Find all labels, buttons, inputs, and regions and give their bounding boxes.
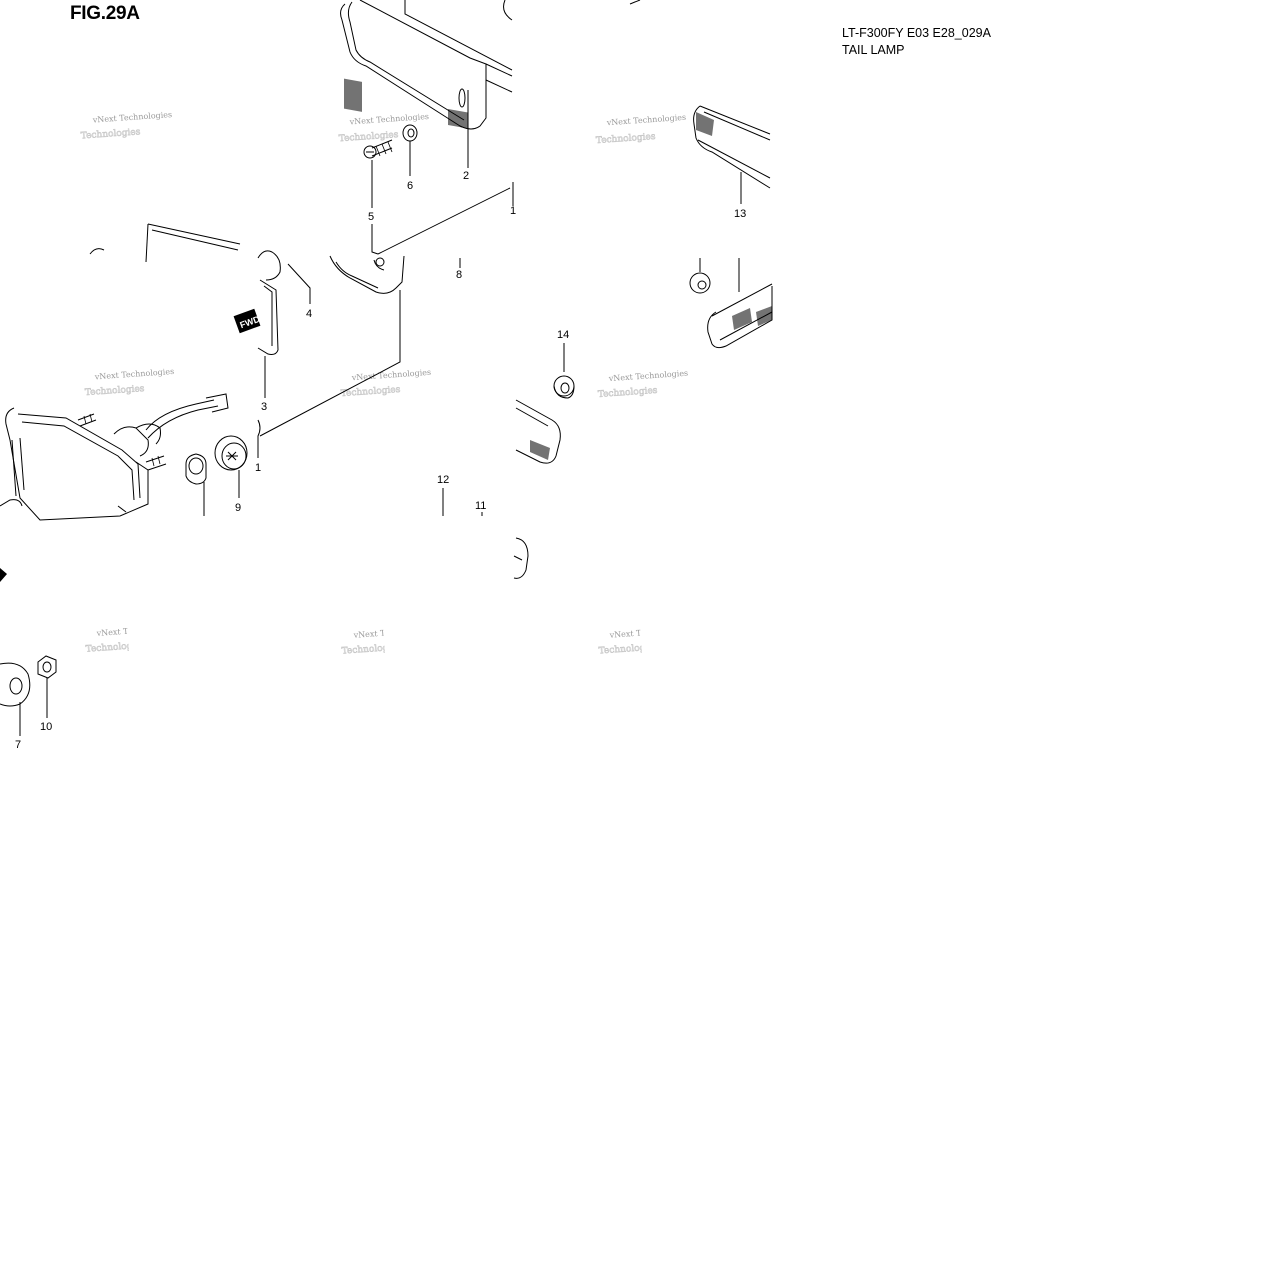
watermark-text: vNext Technologies bbox=[605, 113, 686, 128]
callouts: 1 1 2 3 4 5 6 7 8 9 10 11 12 13 14 bbox=[15, 170, 746, 751]
watermark-text: Technologies bbox=[339, 130, 399, 144]
watermark-text: Technologies bbox=[85, 641, 145, 655]
callout-2: 2 bbox=[463, 170, 469, 182]
callout-12: 12 bbox=[437, 474, 449, 486]
watermark-text: Technologies bbox=[596, 132, 656, 146]
part-lens-12 bbox=[442, 399, 561, 579]
watermark-text: vNext Technologies bbox=[352, 625, 433, 640]
part-grommet-14 bbox=[553, 343, 575, 399]
callout-8: 8 bbox=[456, 269, 462, 281]
watermark-text: vNext Technologies bbox=[91, 110, 172, 125]
part-side-reflector bbox=[693, 105, 771, 204]
callout-7: 7 bbox=[15, 739, 21, 751]
watermark-text: Technologies bbox=[598, 642, 658, 656]
part-washer-6 bbox=[402, 90, 469, 176]
callout-1: 1 bbox=[510, 205, 516, 217]
part-lamp-assembly bbox=[0, 393, 248, 582]
callout-6: 6 bbox=[407, 180, 413, 192]
callout-4: 4 bbox=[306, 308, 312, 320]
section-name: TAIL LAMP bbox=[842, 43, 905, 57]
callout-10: 10 bbox=[40, 721, 52, 733]
callout-5: 5 bbox=[368, 211, 374, 223]
callout-9: 9 bbox=[235, 502, 241, 514]
watermark-text: vNext Technologies bbox=[348, 112, 429, 127]
part-lamp-right bbox=[689, 258, 773, 349]
figure-caption: LT-F300FY E03 E28_029A TAIL LAMP bbox=[842, 25, 991, 59]
watermark-text: Technologies bbox=[598, 386, 658, 400]
watermark-text: vNext Technologies bbox=[94, 367, 175, 382]
watermark-text: Technologies bbox=[341, 385, 401, 399]
watermark-text: vNext Technologies bbox=[608, 369, 689, 384]
watermarks: vNext Technologies Technologies vNext Te… bbox=[80, 110, 689, 657]
watermark-text: vNext Technologies bbox=[608, 625, 689, 640]
part-lens-cover bbox=[340, 0, 641, 130]
watermark-text: Technologies bbox=[81, 127, 141, 141]
callout-14: 14 bbox=[557, 329, 569, 341]
fwd-label: FWD bbox=[233, 308, 262, 334]
callout-3: 3 bbox=[261, 401, 267, 413]
watermark-text: Technologies bbox=[341, 642, 401, 656]
part-washer-7 bbox=[0, 662, 31, 736]
callout-1: 1 bbox=[255, 462, 261, 474]
watermark-text: vNext Technologies bbox=[350, 368, 431, 383]
watermark-text: vNext Technologies bbox=[95, 623, 176, 638]
model-code: LT-F300FY E03 E28_029A bbox=[842, 26, 991, 40]
callout-11: 11 bbox=[475, 500, 486, 512]
part-housing: FWD bbox=[89, 182, 514, 458]
callout-13: 13 bbox=[734, 208, 746, 220]
watermark-text: Technologies bbox=[85, 384, 145, 398]
part-screw-5 bbox=[363, 139, 393, 255]
part-nut-10 bbox=[37, 655, 57, 718]
figure-title: FIG.29A bbox=[70, 3, 140, 24]
